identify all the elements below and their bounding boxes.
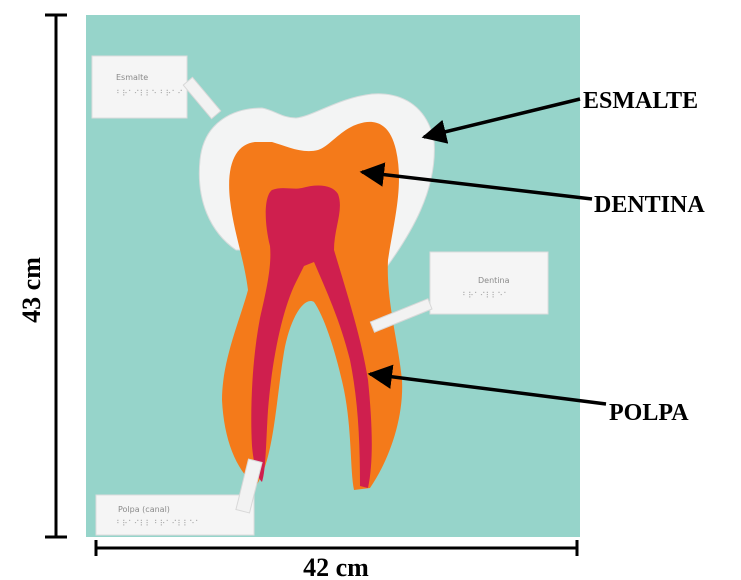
svg-text:⠃⠗⠁⠊⠇⠇⠑⠁: ⠃⠗⠁⠊⠇⠇⠑⠁ bbox=[462, 291, 509, 300]
width-dimension: 42 cm bbox=[96, 540, 577, 580]
svg-text:⠃⠗⠁⠊⠇⠇⠑ ⠃⠗⠁⠊: ⠃⠗⠁⠊⠇⠇⠑ ⠃⠗⠁⠊ bbox=[116, 89, 183, 98]
svg-text:⠃⠗⠁⠊⠇⠇ ⠃⠗⠁⠊⠇⠇⠑⠁: ⠃⠗⠁⠊⠇⠇ ⠃⠗⠁⠊⠇⠇⠑⠁ bbox=[116, 519, 201, 528]
card-esmalte-label: Esmalte bbox=[116, 73, 148, 82]
height-label: 43 cm bbox=[17, 257, 46, 323]
height-dimension: 43 cm bbox=[17, 15, 67, 537]
label-dentina: DENTINA bbox=[594, 192, 705, 218]
label-esmalte: ESMALTE bbox=[583, 88, 698, 114]
card-polpa-label: Polpa (canal) bbox=[118, 505, 170, 514]
card-dentina-label: Dentina bbox=[478, 276, 510, 285]
label-polpa: POLPA bbox=[609, 400, 689, 426]
width-label: 42 cm bbox=[303, 553, 369, 580]
